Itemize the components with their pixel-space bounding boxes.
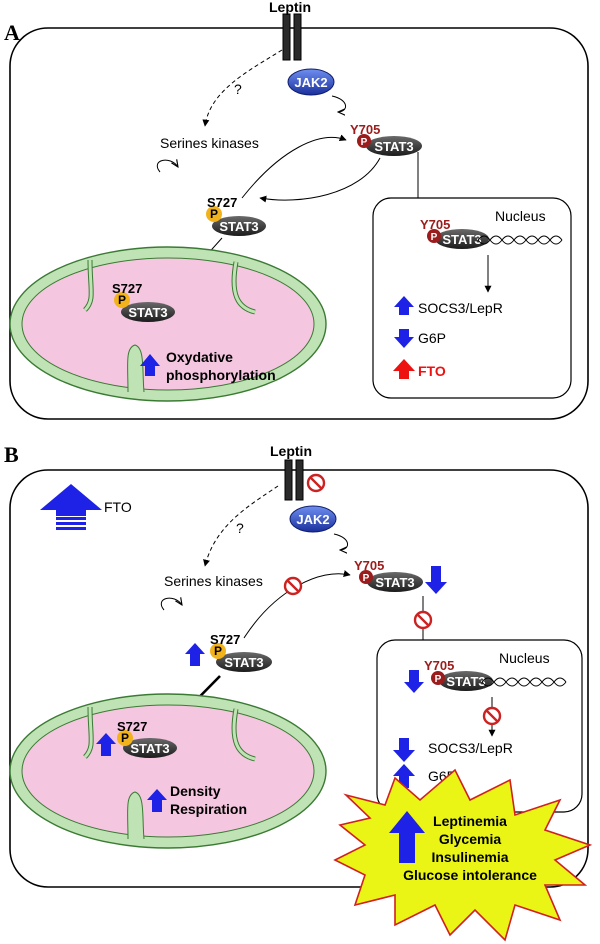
burst-line-glucose-intolerance: Glucose intolerance	[403, 867, 537, 883]
nucleus-stat3: STAT3 P Y705	[420, 217, 489, 249]
stat3-y705-b: STAT3 P Y705	[354, 558, 423, 592]
g6p-down-arrow-icon	[394, 329, 414, 348]
nucleus	[372, 197, 572, 399]
dna-helix-b	[481, 677, 567, 687]
kinase-cycle-arrow	[156, 160, 178, 173]
y705-label: Y705	[354, 558, 384, 573]
leptin-label: Leptin	[269, 0, 311, 15]
phospho-p: P	[363, 573, 370, 584]
panel-b: B FTO Leptin JAK2 ? Serines kinases	[4, 442, 593, 942]
nucleus-entry-inhibit-icon	[413, 610, 433, 630]
mito-effect-line2: phosphorylation	[166, 367, 276, 383]
dna-helix-strand	[477, 235, 563, 245]
stat3-label: STAT3	[130, 741, 169, 756]
y705-label: Y705	[424, 658, 454, 673]
dashed-arrow-b	[203, 485, 279, 567]
leptin-label-b: Leptin	[270, 443, 312, 459]
jak2-label: JAK2	[294, 75, 327, 90]
mito-stat3-up-arrow-icon	[96, 733, 116, 756]
question-mark-b: ?	[236, 520, 244, 536]
burst-text: Leptinemia Glycemia Insulinemia Glucose …	[403, 813, 537, 883]
nucleus-item-g6p: G6P	[418, 330, 446, 346]
s727-label: S727	[117, 719, 147, 734]
nucleus-item-socs3: SOCS3/LepR	[418, 300, 503, 316]
jak2-phospho-arrow	[331, 95, 346, 112]
s727-label: S727	[207, 195, 237, 210]
jak2: JAK2	[287, 68, 335, 96]
stat3-s727: STAT3 P S727	[206, 195, 266, 236]
nucleus-stat3-down-arrow-icon	[404, 670, 424, 693]
fto-up-arrow-icon	[393, 359, 415, 379]
kinase-cycle-arrow-b	[160, 598, 182, 611]
stat3-label: STAT3	[375, 575, 414, 590]
kinase-inhibit-icon	[283, 576, 303, 596]
leptin-receptor-b	[284, 459, 304, 501]
stat3-label: STAT3	[446, 674, 485, 689]
socs3-down-arrow-icon	[393, 738, 415, 762]
nucleus-label: Nucleus	[495, 208, 546, 224]
nucleus-item-fto: FTO	[418, 363, 446, 379]
burst-line-glycemia: Glycemia	[439, 831, 501, 847]
phospho-p: P	[435, 674, 442, 685]
serines-kinases-label-b: Serines kinases	[164, 573, 263, 589]
phospho-p: P	[118, 293, 126, 307]
question-mark: ?	[234, 81, 242, 97]
receptor-inhibit-icon	[306, 473, 326, 493]
stat3-down-arrow-icon	[425, 566, 447, 594]
stat3-label: STAT3	[224, 655, 263, 670]
s727-label: S727	[112, 281, 142, 296]
stat3-label: STAT3	[219, 219, 258, 234]
stat3-y705: STAT3 P Y705	[350, 122, 422, 156]
panel-b-letter: B	[4, 442, 19, 467]
mito-effect-line2-b: Respiration	[170, 801, 247, 817]
gene-expression-inhibit-icon	[482, 706, 502, 726]
burst-line-insulinemia: Insulinemia	[431, 849, 508, 865]
jak2-phospho-arrow-b	[333, 533, 348, 550]
phospho-p: P	[121, 731, 129, 745]
mito-effect-up-arrow-icon	[147, 789, 167, 812]
g6p-up-arrow-icon	[393, 764, 415, 788]
phospho-p: P	[431, 232, 438, 243]
mito-stat3: STAT3 P S727	[112, 281, 175, 322]
kinase-to-stat3-arrow	[241, 134, 347, 199]
burst-up-arrow-icon	[389, 811, 425, 863]
mito-effect-line1-b: Density	[170, 783, 221, 799]
nucleus-item-socs3-b: SOCS3/LepR	[428, 740, 513, 756]
panel-a: A Leptin JAK2 ? Serines kinases STAT3 P …	[4, 0, 589, 420]
dna-helix	[477, 235, 563, 245]
nucleus-items: SOCS3/LepR G6P FTO	[393, 296, 503, 379]
y705-label: Y705	[420, 217, 450, 232]
mitochondrion-b	[9, 693, 327, 849]
s727-label: S727	[210, 632, 240, 647]
systemic-effects-burst	[333, 768, 593, 942]
y705-label: Y705	[350, 122, 380, 137]
burst-line-leptinemia: Leptinemia	[433, 813, 507, 829]
dna-helix-strand-b	[481, 677, 567, 687]
nucleus-label-b: Nucleus	[499, 650, 550, 666]
mito-up-arrow-icon	[140, 354, 160, 376]
phospho-p: P	[214, 644, 222, 658]
mitochondrion	[9, 246, 327, 402]
stat3-label: STAT3	[128, 305, 167, 320]
socs3-up-arrow-icon	[394, 296, 414, 315]
stat3-label: STAT3	[442, 232, 481, 247]
serines-kinases-label: Serines kinases	[160, 135, 259, 151]
stat3-to-s727-arrow	[259, 157, 381, 203]
s727-up-arrow-icon	[185, 643, 205, 666]
stat3-label: STAT3	[374, 139, 413, 154]
mito-effect-line1: Oxydative	[166, 349, 233, 365]
panel-a-letter: A	[4, 20, 20, 45]
phospho-p: P	[361, 137, 368, 148]
mito-stat3-b: STAT3 P S727	[117, 719, 177, 758]
jak2-label-b: JAK2	[296, 512, 329, 527]
jak2-b: JAK2	[289, 505, 337, 533]
dashed-arrow	[202, 49, 283, 127]
stat3-s727-b: STAT3 P S727	[210, 632, 272, 672]
fto-label: FTO	[104, 499, 132, 515]
fto-big-up-arrow-icon	[40, 484, 102, 530]
leptin-receptor	[282, 13, 302, 61]
phospho-p: P	[210, 207, 218, 221]
nucleus-stat3-b: STAT3 P Y705	[424, 658, 493, 691]
